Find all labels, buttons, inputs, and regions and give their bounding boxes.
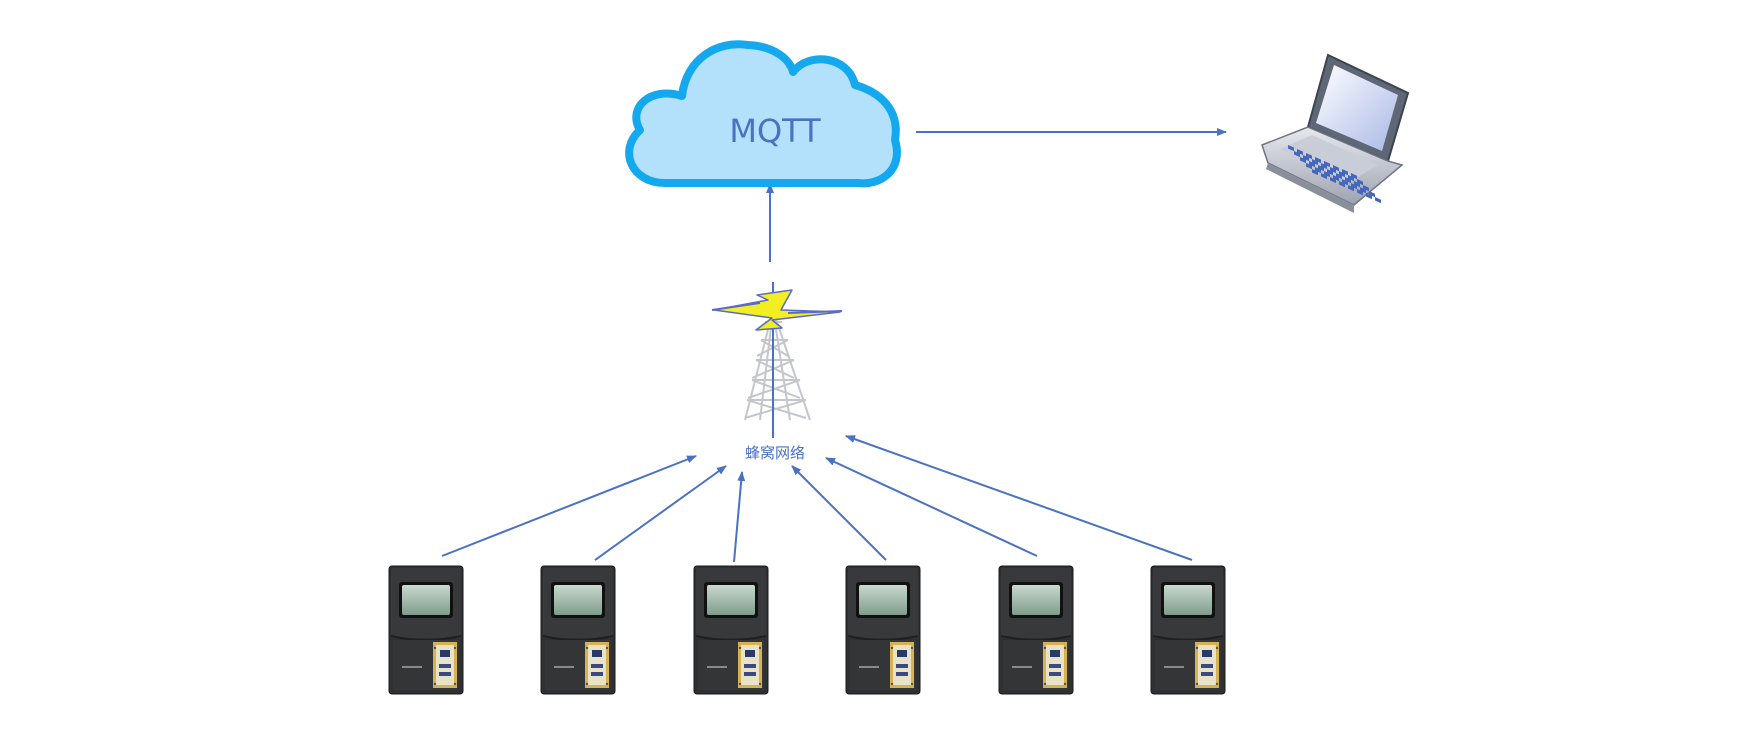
arrow-device-4-to-tower [791,465,887,561]
terminal-device-icon [388,565,464,695]
key-icon [1357,189,1363,196]
key-icon [1318,165,1324,172]
key-icon [1303,155,1309,162]
laptop-icon [1261,53,1410,213]
arrow-device-2-to-tower [594,465,727,561]
tower-label: 蜂窝网络 [745,444,805,462]
edges [441,128,1227,563]
key-icon [1306,163,1312,170]
key-icon [1369,191,1375,198]
terminal-device-icon [1150,565,1226,695]
key-icon [1330,167,1336,174]
key-icon [1333,165,1339,172]
key-icon [1366,193,1372,200]
key-icon [1357,179,1363,186]
arrow-device-1-to-tower [441,455,697,557]
arrow-device-5-to-tower [825,457,1038,557]
key-icon [1312,159,1318,166]
key-icon [1336,173,1342,180]
key-icon [1309,161,1315,168]
key-icon [1375,197,1381,204]
key-icon [1351,173,1357,180]
terminal-device-icon [845,565,921,695]
arrow-device-3-to-tower [733,471,746,563]
arrow-device-6-to-tower [845,435,1193,561]
key-icon [1363,185,1369,192]
key-icon [1348,185,1354,192]
key-icon [1360,187,1366,194]
key-icon [1297,149,1303,156]
key-icon [1339,171,1345,178]
key-icon [1354,181,1360,188]
lightning-icon [713,289,841,331]
terminal-device-icon [540,565,616,695]
key-icon [1333,175,1339,182]
key-icon [1294,151,1300,158]
key-icon [1321,173,1327,180]
key-icon [1330,177,1336,184]
key-icon [1351,183,1357,190]
key-icon [1315,167,1321,174]
key-icon [1324,161,1330,168]
key-icon [1342,169,1348,176]
key-icon [1321,163,1327,170]
key-icon [1288,145,1294,152]
terminal-device-icon [693,565,769,695]
key-icon [1324,171,1330,178]
key-icon [1345,177,1351,184]
cloud-label: MQTT [729,112,821,150]
key-icon [1300,157,1306,164]
devices [388,565,1226,695]
mqtt-cloud: MQTT [625,40,901,188]
cloud-icon [625,40,901,188]
key-icon [1339,181,1345,188]
key-icon [1348,175,1354,182]
key-icon [1342,179,1348,186]
key-icon [1327,169,1333,176]
cell-tower: 蜂窝网络 [711,282,843,462]
key-icon [1312,169,1318,176]
key-icon [1315,157,1321,164]
key-icon [1306,153,1312,160]
terminal-device-icon [998,565,1074,695]
